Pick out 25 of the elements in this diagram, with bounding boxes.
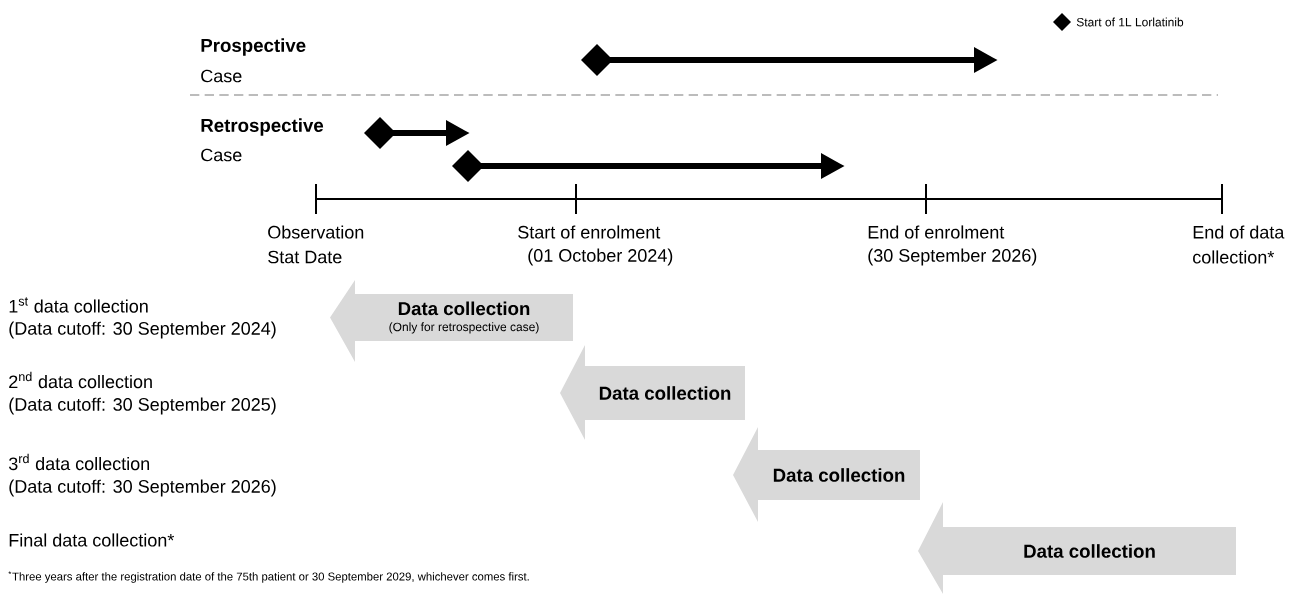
timeline-label: (01 October 2024)	[528, 248, 673, 266]
row-label: 3$^{rd}$ data collection	[8, 453, 150, 471]
case-heading: Prospective	[201, 38, 306, 56]
case-label: Case	[201, 69, 242, 83]
timeline-label: Start of enrolment	[518, 225, 661, 239]
row-label: 2$^{nd}$ data collection	[9, 371, 152, 389]
footnote: $^{*}$Three years after the registration date of the 75th patient or 30 September 2029, whichever comes first.	[8, 571, 529, 583]
data-collection-block: Data collection (Only for retrospective case)	[330, 280, 573, 362]
timeline-label: (30 September 2026)	[868, 248, 1037, 266]
timeline-label: End of enrolment	[868, 225, 1005, 239]
row-label: Final data collection*	[9, 533, 175, 547]
row-label: (Data cutoff: 30 September 2025)	[9, 397, 276, 415]
row-label: (Data cutoff: 30 September 2026)	[9, 479, 276, 497]
timeline-label: Stat Date	[268, 250, 342, 264]
timeline-label: End of data	[1193, 225, 1285, 239]
data-collection-block: Data collection	[560, 345, 745, 440]
timeline-label: collection*	[1193, 250, 1275, 264]
row-label: 1$^{st}$ data collection	[9, 297, 148, 313]
data-collection-block: Data collection	[918, 502, 1236, 594]
row-label: (Data cutoff: 30 September 2024)	[9, 321, 276, 339]
timeline-label: Observation	[268, 225, 364, 239]
case-heading: Retrospective	[201, 118, 324, 136]
case-label: Case	[201, 148, 242, 162]
legend-label: Start of 1L Lorlatinib	[1076, 17, 1184, 27]
data-collection-block: Data collection	[733, 427, 920, 522]
